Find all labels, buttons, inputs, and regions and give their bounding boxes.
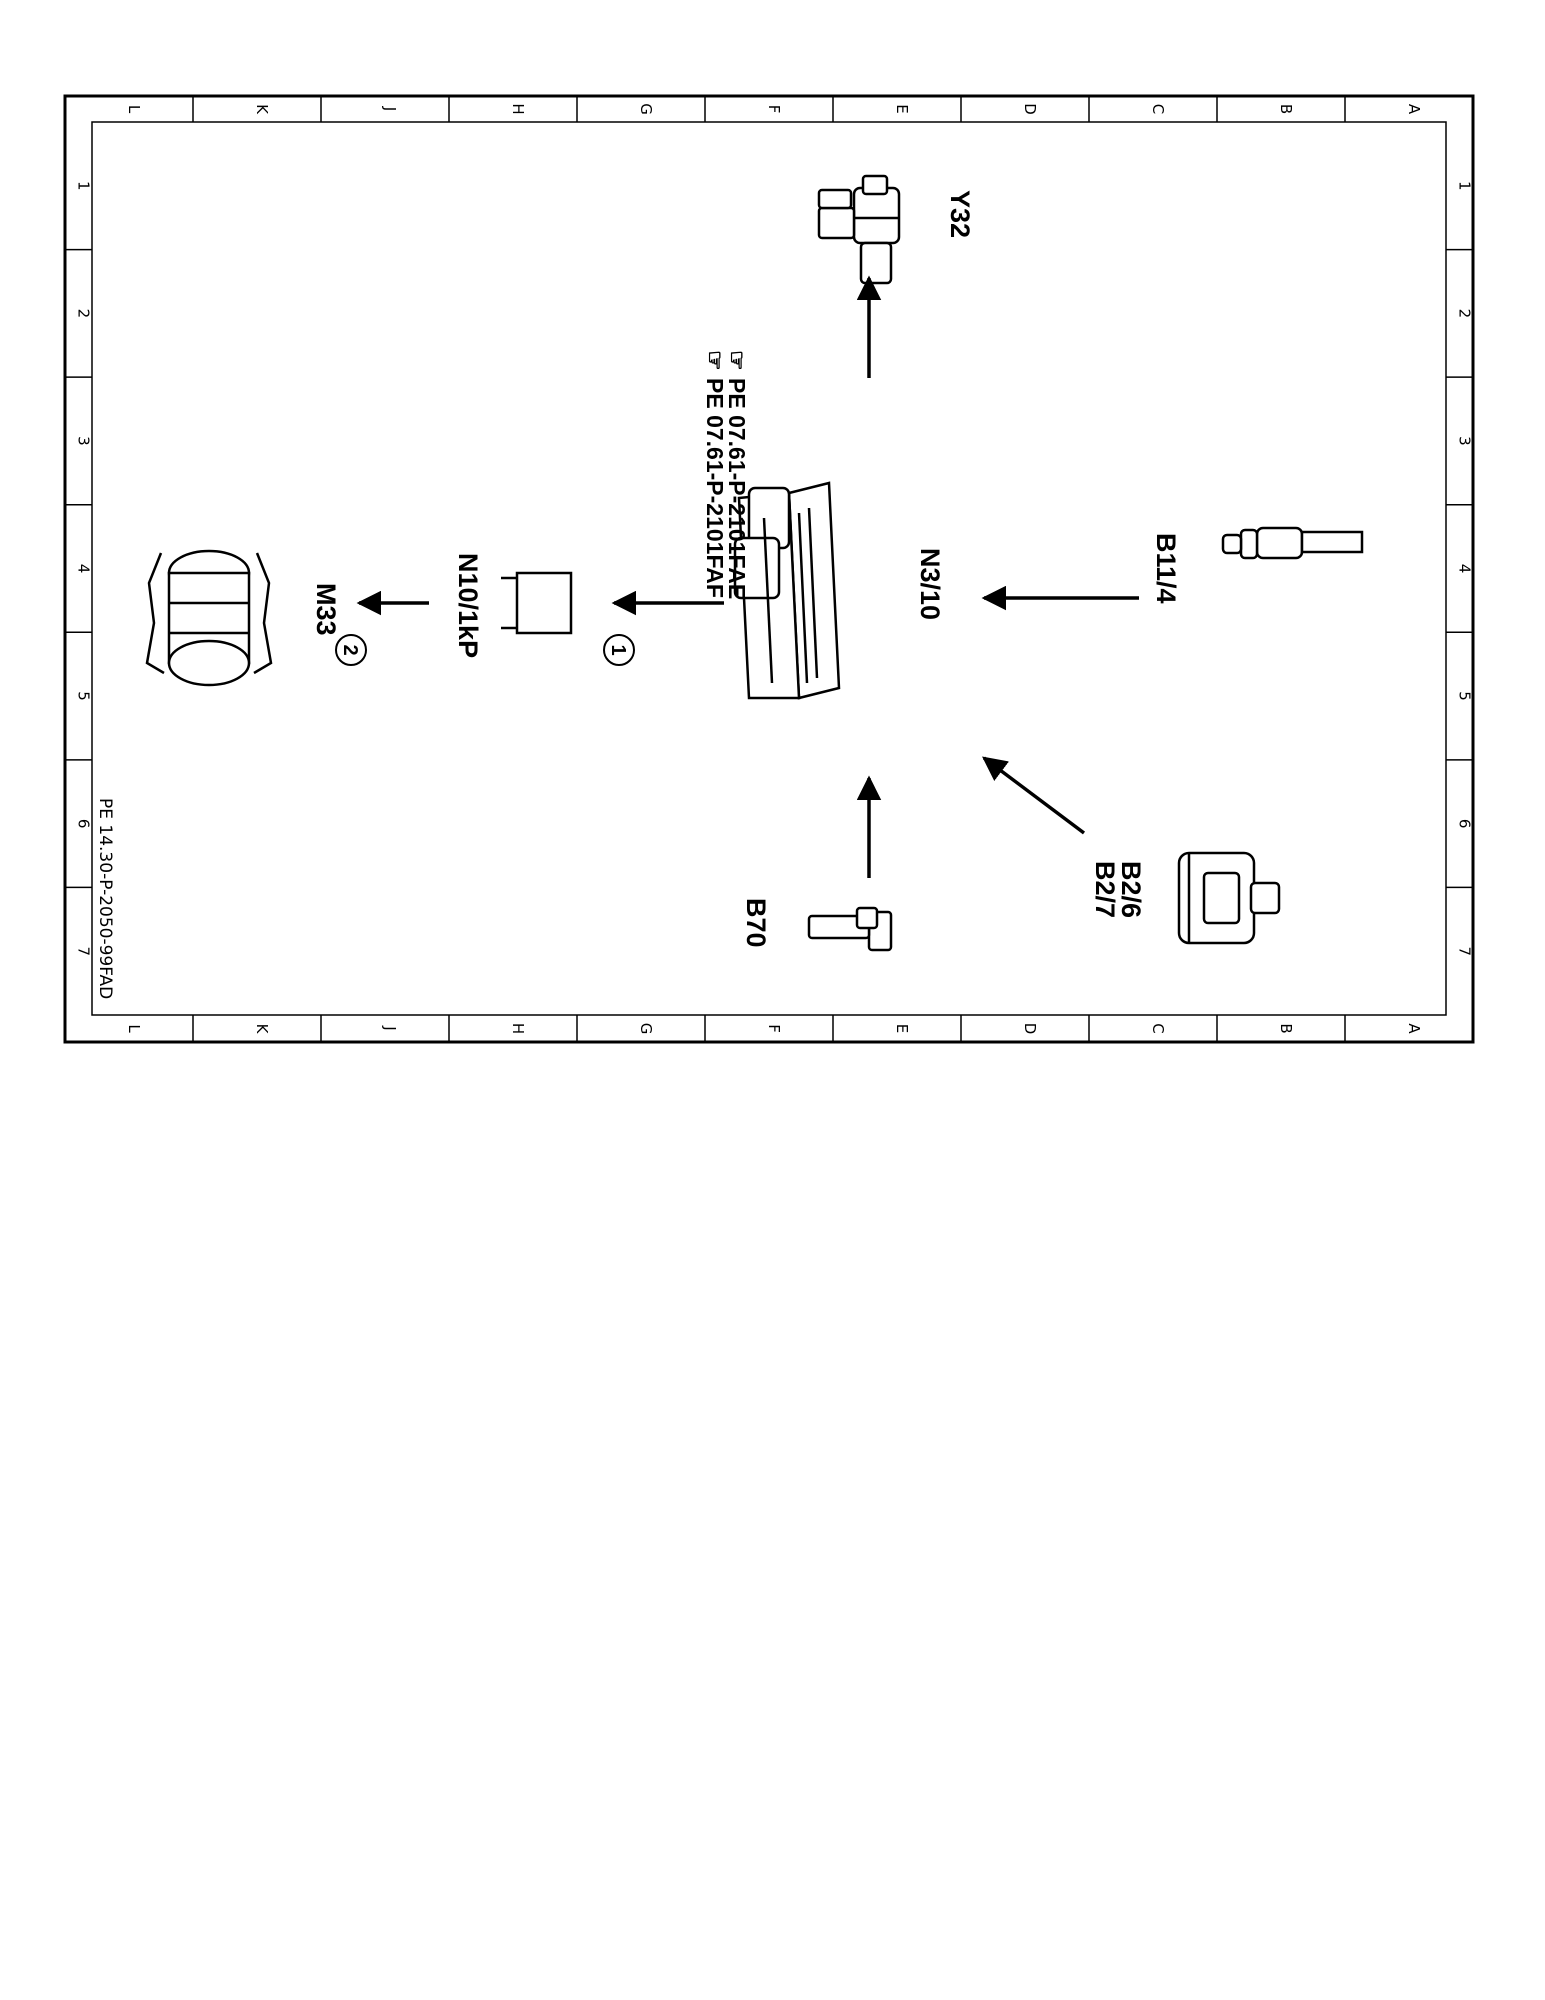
grid-number-label: 2: [75, 309, 93, 319]
reference-faf: PE 07.61-P-2101FAF: [702, 378, 728, 598]
callout-2-number: 2: [339, 644, 361, 655]
grid-ticks: [65, 96, 1473, 1042]
grid-letter-label: B: [1277, 104, 1295, 114]
callout-1-number: 1: [607, 644, 629, 655]
b11-4-coolant-sensor-icon: [1221, 526, 1364, 560]
grid-letter-label: L: [125, 105, 143, 114]
grid-letter-label: H: [509, 1023, 527, 1034]
n10-1kp-relay-icon: [501, 571, 573, 635]
b11-4-label: B11/4: [1151, 533, 1181, 604]
grid-number-label: 1: [1456, 181, 1474, 191]
b2-6-label: B2/6: [1116, 861, 1146, 918]
reference-fae: PE 07.61-P-2101FAE: [724, 378, 750, 599]
y32-label: Y32: [945, 190, 975, 238]
grid-letter-label: K: [253, 104, 271, 115]
m33-label: M33: [311, 583, 341, 636]
grid-number-label: 3: [1456, 436, 1474, 446]
grid-letter-label: G: [637, 1023, 655, 1035]
grid-letter-label: D: [1021, 103, 1039, 115]
grid-letter-label: K: [253, 1024, 271, 1035]
grid-letter-label: L: [125, 1024, 143, 1033]
grid-letter-label: B: [1277, 1023, 1295, 1033]
pointing-hand-icon: ☞: [724, 350, 750, 371]
callout-1: 1: [603, 634, 635, 666]
y32-valve-icon: [817, 174, 901, 285]
b70-label: B70: [741, 898, 771, 948]
grid-letter-label: C: [1149, 104, 1167, 114]
grid-letter-label: E: [893, 1024, 911, 1033]
grid-letter-label: F: [765, 1024, 783, 1033]
arrow-from-b2-6: [982, 756, 1086, 835]
grid-letter-label: A: [1405, 104, 1423, 115]
grid-number-label: 4: [1456, 564, 1474, 574]
grid-letter-label: D: [1021, 1023, 1039, 1035]
grid-letter-label: C: [1149, 1023, 1167, 1033]
grid-number-label: 2: [1456, 309, 1474, 319]
grid-letter-label: J: [381, 106, 399, 111]
grid-number-label: 6: [75, 819, 93, 829]
grid-letter-label: J: [381, 1025, 399, 1030]
grid-number-label: 3: [75, 436, 93, 446]
rotated-content: Y32 N3/10 PE 07.61-P-2101FAE PE 07.61-P-…: [145, 174, 1364, 952]
grid-letter-label: E: [893, 104, 911, 113]
callout-2: 2: [335, 634, 367, 666]
grid-number-label: 4: [75, 564, 93, 574]
grid-letter-label: A: [1405, 1023, 1423, 1034]
grid-number-label: 7: [75, 946, 93, 956]
grid-letter-label: H: [509, 103, 527, 114]
inner-frame: [91, 121, 1447, 1016]
n3-10-label: N3/10: [915, 548, 945, 620]
grid-number-label: 1: [75, 181, 93, 191]
grid-labels: A A B B C C D D E E F F G G H H J J K K L L 1 1 2 2 3 3 4 4 5 5 6 6 7 7: [75, 103, 1474, 1034]
b2-7-label: B2/7: [1090, 861, 1120, 918]
b2-6-air-mass-sensor-icon: [1177, 851, 1281, 945]
grid-number-label: 7: [1456, 946, 1474, 956]
outer-frame: [63, 94, 1475, 1044]
n10-1kp-label: N10/1kP: [453, 553, 483, 658]
grid-letter-label: F: [765, 105, 783, 114]
n3-10-control-unit-icon: [733, 481, 841, 700]
pointing-hand-icon: ☞: [702, 350, 728, 371]
b70-crankshaft-sensor-icon: [807, 906, 893, 952]
grid-letter-label: G: [637, 103, 655, 115]
m33-air-pump-icon: [145, 549, 273, 687]
grid-number-label: 5: [75, 691, 93, 701]
grid-number-label: 5: [1456, 691, 1474, 701]
document-id: PE 14.30-P-2050-99FAD: [95, 798, 115, 999]
grid-number-label: 6: [1456, 819, 1474, 829]
